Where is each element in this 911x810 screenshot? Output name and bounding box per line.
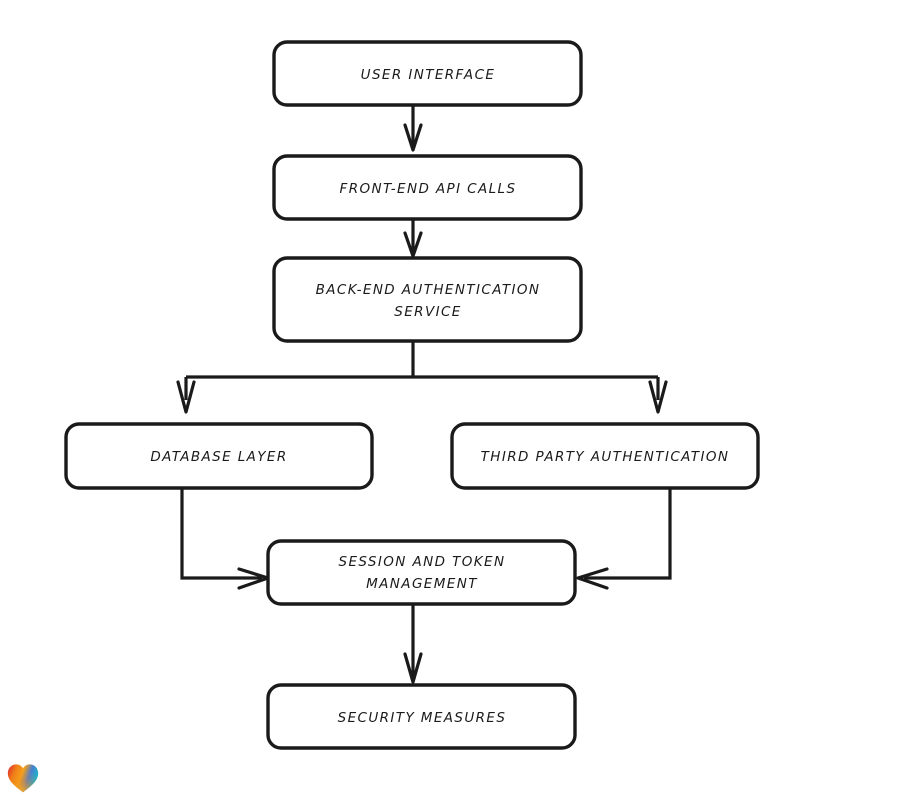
node-session-and-token-management[interactable]: SESSION AND TOKEN MANAGEMENT [266, 539, 577, 606]
heart-watermark [7, 763, 41, 795]
edge-user-interface-to-front-end-api-calls [403, 105, 423, 152]
node-user-interface-label: USER INTERFACE [361, 67, 496, 83]
node-user-interface-shape[interactable] [272, 40, 583, 107]
node-back-end-authentication-service[interactable]: BACK-END AUTHENTICATION SERVICE [272, 256, 583, 343]
node-third-party-authentication-shape[interactable] [450, 422, 760, 490]
node-front-end-api-calls-label: FRONT-END API CALLS [340, 181, 517, 197]
node-back-end-authentication-service-label-line1: BACK-END AUTHENTICATION [316, 282, 541, 298]
node-back-end-authentication-service-label-line2: SERVICE [394, 304, 461, 320]
edge-front-end-api-calls-to-back-end-authentication-service [403, 219, 423, 258]
node-front-end-api-calls-shape[interactable] [272, 154, 583, 221]
node-database-layer-shape[interactable] [64, 422, 374, 490]
node-security-measures[interactable]: SECURITY MEASURES [266, 683, 577, 750]
edge-database-layer-to-session-and-token-management [180, 488, 270, 590]
node-third-party-authentication[interactable]: THIRD PARTY AUTHENTICATION [450, 422, 760, 490]
node-user-interface[interactable]: USER INTERFACE [272, 40, 583, 107]
edge-third-party-authentication-to-session-and-token-management [576, 488, 672, 590]
edge-session-and-token-management-to-security-measures [403, 604, 423, 684]
heart-icon [7, 764, 39, 793]
edge-back-end-authentication-service-split [176, 341, 668, 414]
node-session-and-token-management-label-line2: MANAGEMENT [366, 576, 478, 592]
node-back-end-authentication-service-shape[interactable] [272, 256, 583, 343]
node-security-measures-shape[interactable] [266, 683, 577, 750]
node-database-layer-label: DATABASE LAYER [150, 449, 287, 465]
node-third-party-authentication-label: THIRD PARTY AUTHENTICATION [481, 449, 730, 465]
node-session-and-token-management-label-line1: SESSION AND TOKEN [339, 554, 506, 570]
node-front-end-api-calls[interactable]: FRONT-END API CALLS [272, 154, 583, 221]
node-session-and-token-management-shape[interactable] [266, 539, 577, 606]
node-security-measures-label: SECURITY MEASURES [338, 710, 507, 726]
node-database-layer[interactable]: DATABASE LAYER [64, 422, 374, 490]
